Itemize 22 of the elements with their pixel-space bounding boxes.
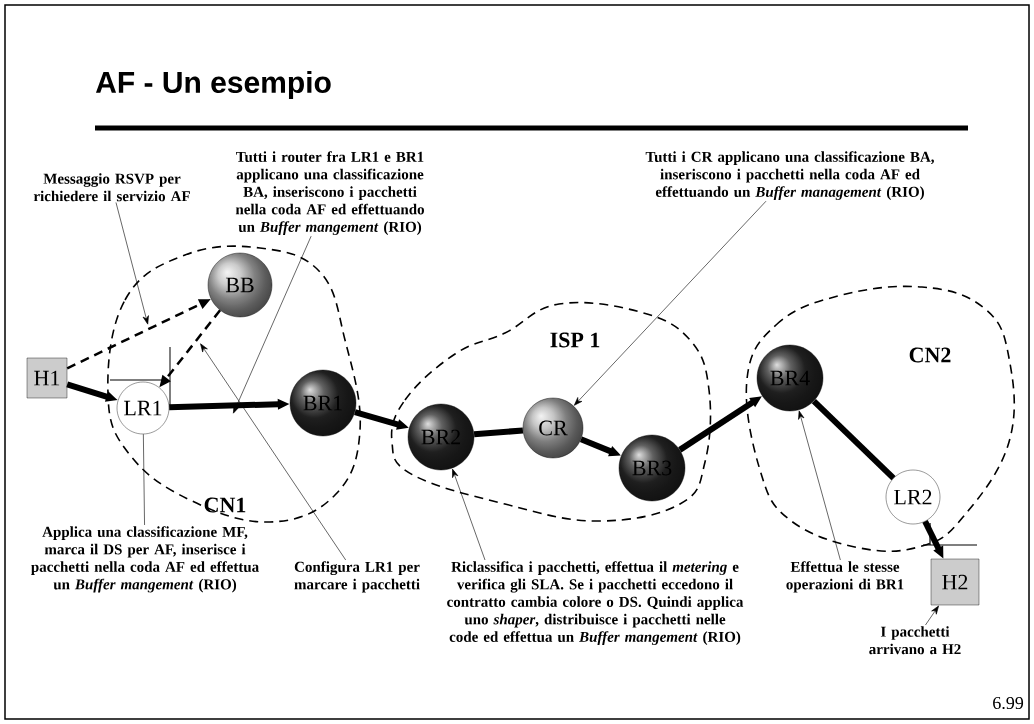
slide-title: AF - Un esempio	[95, 71, 331, 99]
callout-text: Riclassifica i pacchetti, effettua il metering e verifica gli SLA. Se i pacchetti eccedono il contratto cambia colore o DS. Quindi applica uno shaper, distribuisce i pacchetti nelle code ed effettua un Buffer mangement (RIO)	[447, 561, 744, 645]
leader-line	[452, 468, 486, 561]
callout-text: Tutti i router fra LR1 e BR1 applicano una classificazione BA, inseriscono i pacchetti nella coda AF ed effettuando un Buffer mangement (RIO)	[235, 151, 424, 235]
callout-text: Configura LR1 per marcare i pacchetti	[294, 561, 420, 593]
callout-text: Effettua le stesse operazioni di BR1	[786, 561, 904, 593]
leader-line	[925, 605, 939, 626]
callout-text: Applica una classificazione MF, marca il DS per AF, inserisce i pacchetti nella coda AF ed effettua un Buffer mangement (RIO)	[31, 526, 259, 593]
leader-line	[233, 235, 312, 414]
leader-line	[574, 200, 767, 406]
leader-line	[115, 202, 149, 325]
path-line	[811, 398, 896, 481]
callout-text: I pacchetti arrivano a H2	[869, 626, 961, 655]
host-box: H2	[930, 558, 980, 606]
path-line	[473, 427, 524, 438]
leader-line	[200, 343, 347, 561]
leader-line	[798, 410, 841, 561]
callout-text: Tutti i CR applicano una classificazione BA, inseriscono i pacchetti nella coda AF ed effettuando un Buffer management (RIO)	[645, 151, 934, 200]
callout-text: Messaggio RSVP per richiedere il servizio AF	[33, 173, 190, 202]
host-box: H1	[26, 357, 68, 399]
page-number: 6.99	[993, 696, 1024, 710]
leader-line	[143, 433, 145, 526]
